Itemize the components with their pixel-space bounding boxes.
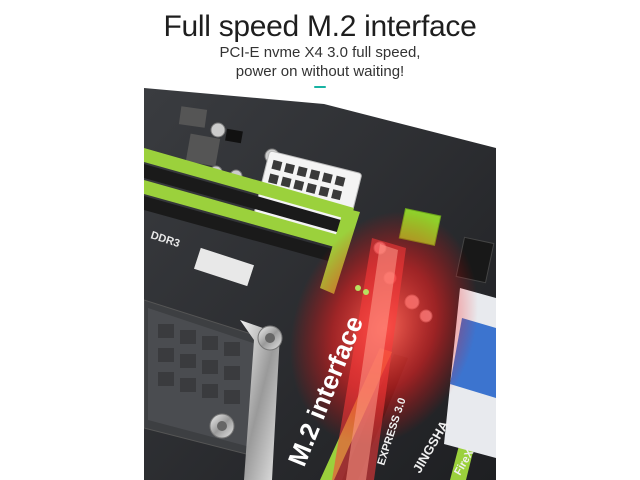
cpu-socket [144,299,283,480]
status-leds [355,285,369,295]
m2-slot-glow [289,211,479,480]
page-title: Full speed M.2 interface [163,10,477,43]
subtitle-line-2: power on without waiting! [235,63,405,80]
subtitle-line-1: PCI-E nvme X4 3.0 full speed, [219,44,421,61]
serial-sticker [193,247,255,287]
motherboard-photo: DDR3 M.2 in [144,88,496,480]
ddr3-ram-slots [144,148,360,294]
accent-dash [314,86,326,88]
header: Full speed M.2 interface PCI-E nvme X4 3… [0,0,640,96]
